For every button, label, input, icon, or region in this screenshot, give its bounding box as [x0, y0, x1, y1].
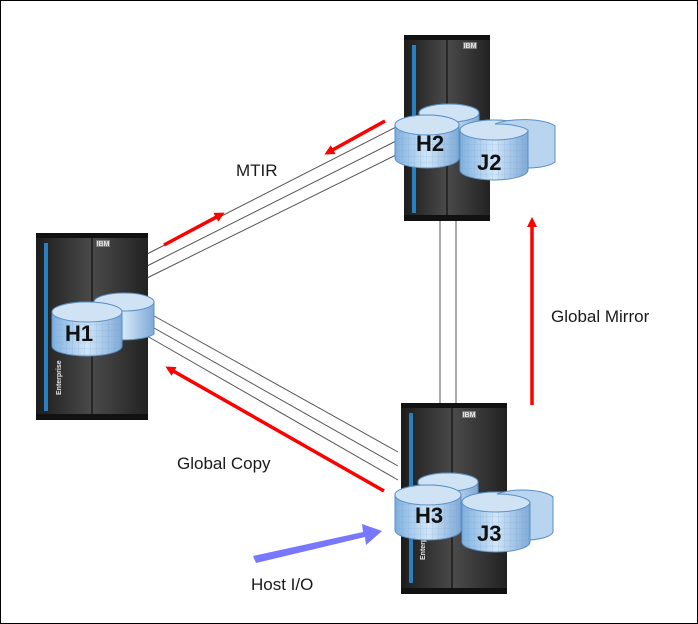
mtir-arrow-to-h2 — [163, 212, 225, 247]
volume-h1: H1 — [51, 292, 155, 357]
volume-label: J3 — [477, 521, 501, 546]
ibm-logo: IBM — [97, 241, 110, 248]
volume-h3: H3 — [394, 472, 479, 541]
link-h1-h3-b — [146, 323, 399, 467]
global-copy-label: Global Copy — [177, 454, 271, 473]
volume-label: H2 — [416, 131, 444, 156]
global-mirror-label: Global Mirror — [551, 307, 650, 326]
side-text: Enterprise — [56, 360, 63, 395]
replication-arrows — [163, 119, 537, 493]
volume-label: H3 — [415, 503, 443, 528]
volume-j3: J3 — [461, 489, 554, 553]
link-h1-h2-b — [146, 139, 399, 267]
link-h1-h3-a — [146, 311, 399, 453]
ibm-logo: IBM — [463, 412, 476, 419]
blue-panel — [44, 243, 48, 411]
ibm-logo: IBM — [464, 43, 477, 50]
volume-label: H1 — [65, 321, 93, 346]
volume-j2: J2 — [459, 119, 556, 181]
mtir-arrow-to-h1 — [324, 119, 386, 155]
global-copy-arrow — [165, 366, 385, 493]
link-h1-h3-c — [146, 335, 399, 481]
volume-h2: H2 — [394, 103, 480, 169]
mtir-label: MTIR — [236, 161, 278, 180]
volume-label: J2 — [477, 150, 501, 175]
host-io-label: Host I/O — [251, 575, 313, 594]
host-io-arrow — [253, 524, 382, 563]
link-h1-h2-c — [146, 153, 399, 279]
side-text: Enterprise — [420, 525, 427, 560]
